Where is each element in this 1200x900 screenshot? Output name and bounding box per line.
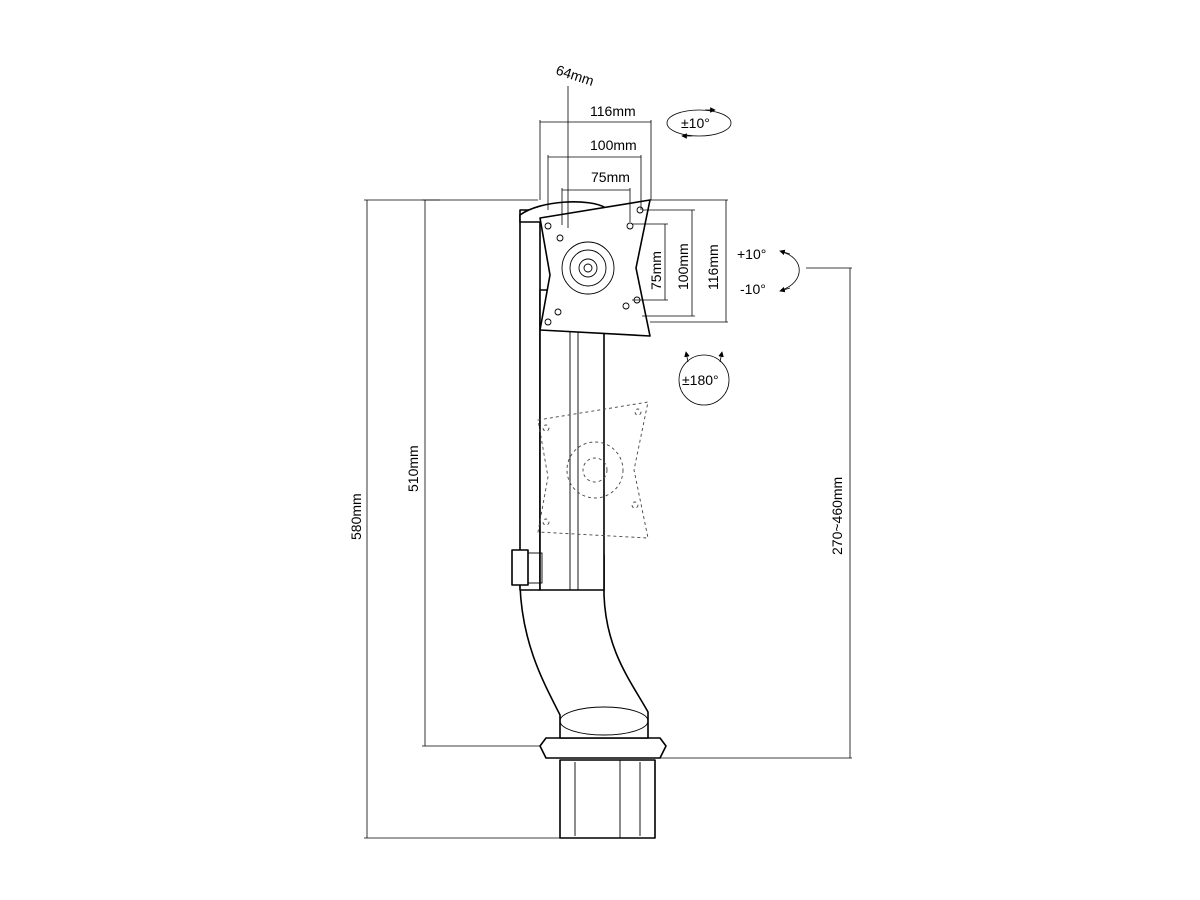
tilt-down-label: -10° <box>740 281 766 297</box>
mount-drawing <box>511 199 667 839</box>
vesa-width-dimensions <box>539 86 652 228</box>
rotate-icon <box>678 351 730 406</box>
dim-label-580mm: 580mm <box>348 493 364 540</box>
dim-label-510mm: 510mm <box>405 445 421 492</box>
tilt-up-label: +10° <box>737 246 766 262</box>
dim-label-100mm-width: 100mm <box>590 137 637 153</box>
dim-label-270-460mm: 270~460mm <box>829 477 845 555</box>
swivel-label: ±10° <box>681 115 710 131</box>
base-plate <box>539 737 667 759</box>
vesa-plate-lower-position <box>537 401 649 539</box>
curved-neck <box>519 549 649 739</box>
dim-label-100mm-height: 100mm <box>675 243 691 290</box>
dim-label-64mm: 64mm <box>554 62 596 89</box>
rotate-label: ±180° <box>682 372 719 388</box>
tilt-icon <box>779 249 800 293</box>
cable-clip <box>511 549 605 586</box>
dim-label-116mm-height: 116mm <box>705 244 721 290</box>
vesa-height-dimensions <box>632 199 728 323</box>
dim-label-75mm-width: 75mm <box>591 169 630 185</box>
overall-height-dimensions <box>364 199 852 839</box>
desk-clamp <box>559 759 656 839</box>
dim-label-75mm-height: 75mm <box>648 251 664 290</box>
dim-label-116mm-width: 116mm <box>590 103 636 119</box>
vesa-plate <box>539 199 651 337</box>
swivel-icon <box>666 107 732 139</box>
